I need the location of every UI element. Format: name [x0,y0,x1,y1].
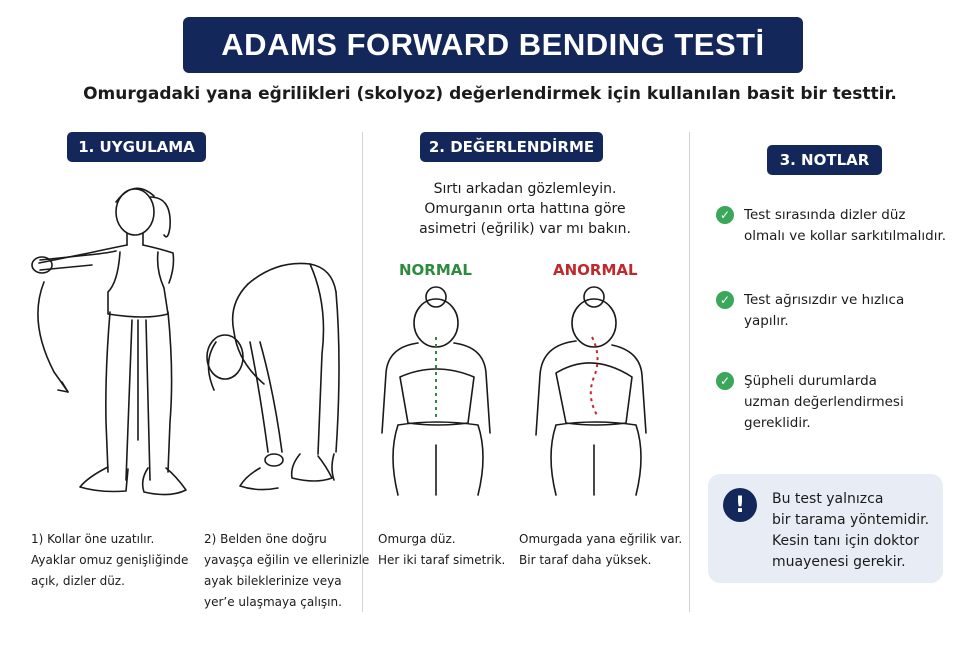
abnormal-caption: Omurgada yana eğrilik var. Bir taraf dah… [519,529,682,571]
normal-label: NORMAL [399,261,472,279]
instruction-line: asimetri (eğrilik) var mı bakın. [419,221,631,237]
note-line: olmalı ve kollar sarkıtılmalıdır. [744,228,947,244]
note-item: ✓ Test ağrısızdır ve hızlıca yapılır. [716,290,956,332]
standing-figure-drawing [31,187,187,496]
title-banner: ADAMS FORWARD BENDING TESTİ [183,17,803,73]
evaluation-instruction: Sırtı arkadan gözlemleyin. Omurganın ort… [375,179,675,239]
note-line: gereklidir. [744,415,811,431]
heading-notlar: 3. NOTLAR [767,145,882,175]
note-text: Test ağrısızdır ve hızlıca yapılır. [744,290,904,332]
step1-caption: 1) Kollar öne uzatılır. Ayaklar omuz gen… [31,529,188,592]
note-item: ✓ Şüpheli durumlarda uzman değerlendirme… [716,371,956,434]
check-icon: ✓ [716,372,734,390]
step2-line: ayak bileklerinize veya [204,574,342,588]
check-icon: ✓ [716,206,734,224]
instruction-line: Sırtı arkadan gözlemleyin. [433,181,617,197]
info-line: bir tarama yöntemidir. [772,512,930,528]
abnormal-back-drawing [535,286,647,496]
step1-line: açık, dizler düz. [31,574,125,588]
normal-caption-line: Her iki taraf simetrik. [378,553,506,567]
step2-line: yer’e ulaşmaya çalışın. [204,595,342,609]
back-views-illustration [381,286,647,496]
bending-figure-drawing [206,262,340,491]
step2-caption: 2) Belden öne doğru yavaşça eğilin ve el… [204,529,369,613]
page-title: ADAMS FORWARD BENDING TESTİ [221,27,765,62]
abnormal-caption-line: Bir taraf daha yüksek. [519,553,652,567]
heading-degerlendirme: 2. DEĞERLENDİRME [420,132,603,162]
check-icon: ✓ [716,291,734,309]
normal-caption: Omurga düz. Her iki taraf simetrik. [378,529,505,571]
normal-caption-line: Omurga düz. [378,532,456,546]
note-text: Test sırasında dizler düz olmalı ve koll… [744,205,946,247]
note-line: Test sırasında dizler düz [744,207,906,223]
step2-line: 2) Belden öne doğru [204,532,327,546]
exclamation-icon: ! [723,488,757,522]
info-line: Kesin tanı için doktor [772,533,920,549]
step1-line: 1) Kollar öne uzatılır. [31,532,155,546]
standing-and-bending-illustration [31,187,340,496]
heading-uygulama: 1. UYGULAMA [67,132,206,162]
info-text: Bu test yalnızca bir tarama yöntemidir. … [772,489,940,573]
info-line: muayenesi gerekir. [772,554,906,570]
instruction-line: Omurganın orta hattına göre [424,201,626,217]
step1-line: Ayaklar omuz genişliğinde [31,553,189,567]
abnormal-spine-line [589,336,599,418]
note-text: Şüpheli durumlarda uzman değerlendirmesi… [744,371,904,434]
abnormal-caption-line: Omurgada yana eğrilik var. [519,532,683,546]
normal-back-drawing [381,286,491,496]
abnormal-label: ANORMAL [553,261,638,279]
note-line: uzman değerlendirmesi [744,394,904,410]
page-subtitle: Omurgadaki yana eğrilikleri (skolyoz) de… [83,84,897,104]
step2-line: yavaşça eğilin ve ellerinizle [204,553,370,567]
note-item: ✓ Test sırasında dizler düz olmalı ve ko… [716,205,956,247]
note-line: yapılır. [744,313,789,329]
info-line: Bu test yalnızca [772,491,884,507]
divider-right [689,132,690,612]
note-line: Şüpheli durumlarda [744,373,877,389]
note-line: Test ağrısızdır ve hızlıca [744,292,905,308]
divider-left [362,132,363,612]
